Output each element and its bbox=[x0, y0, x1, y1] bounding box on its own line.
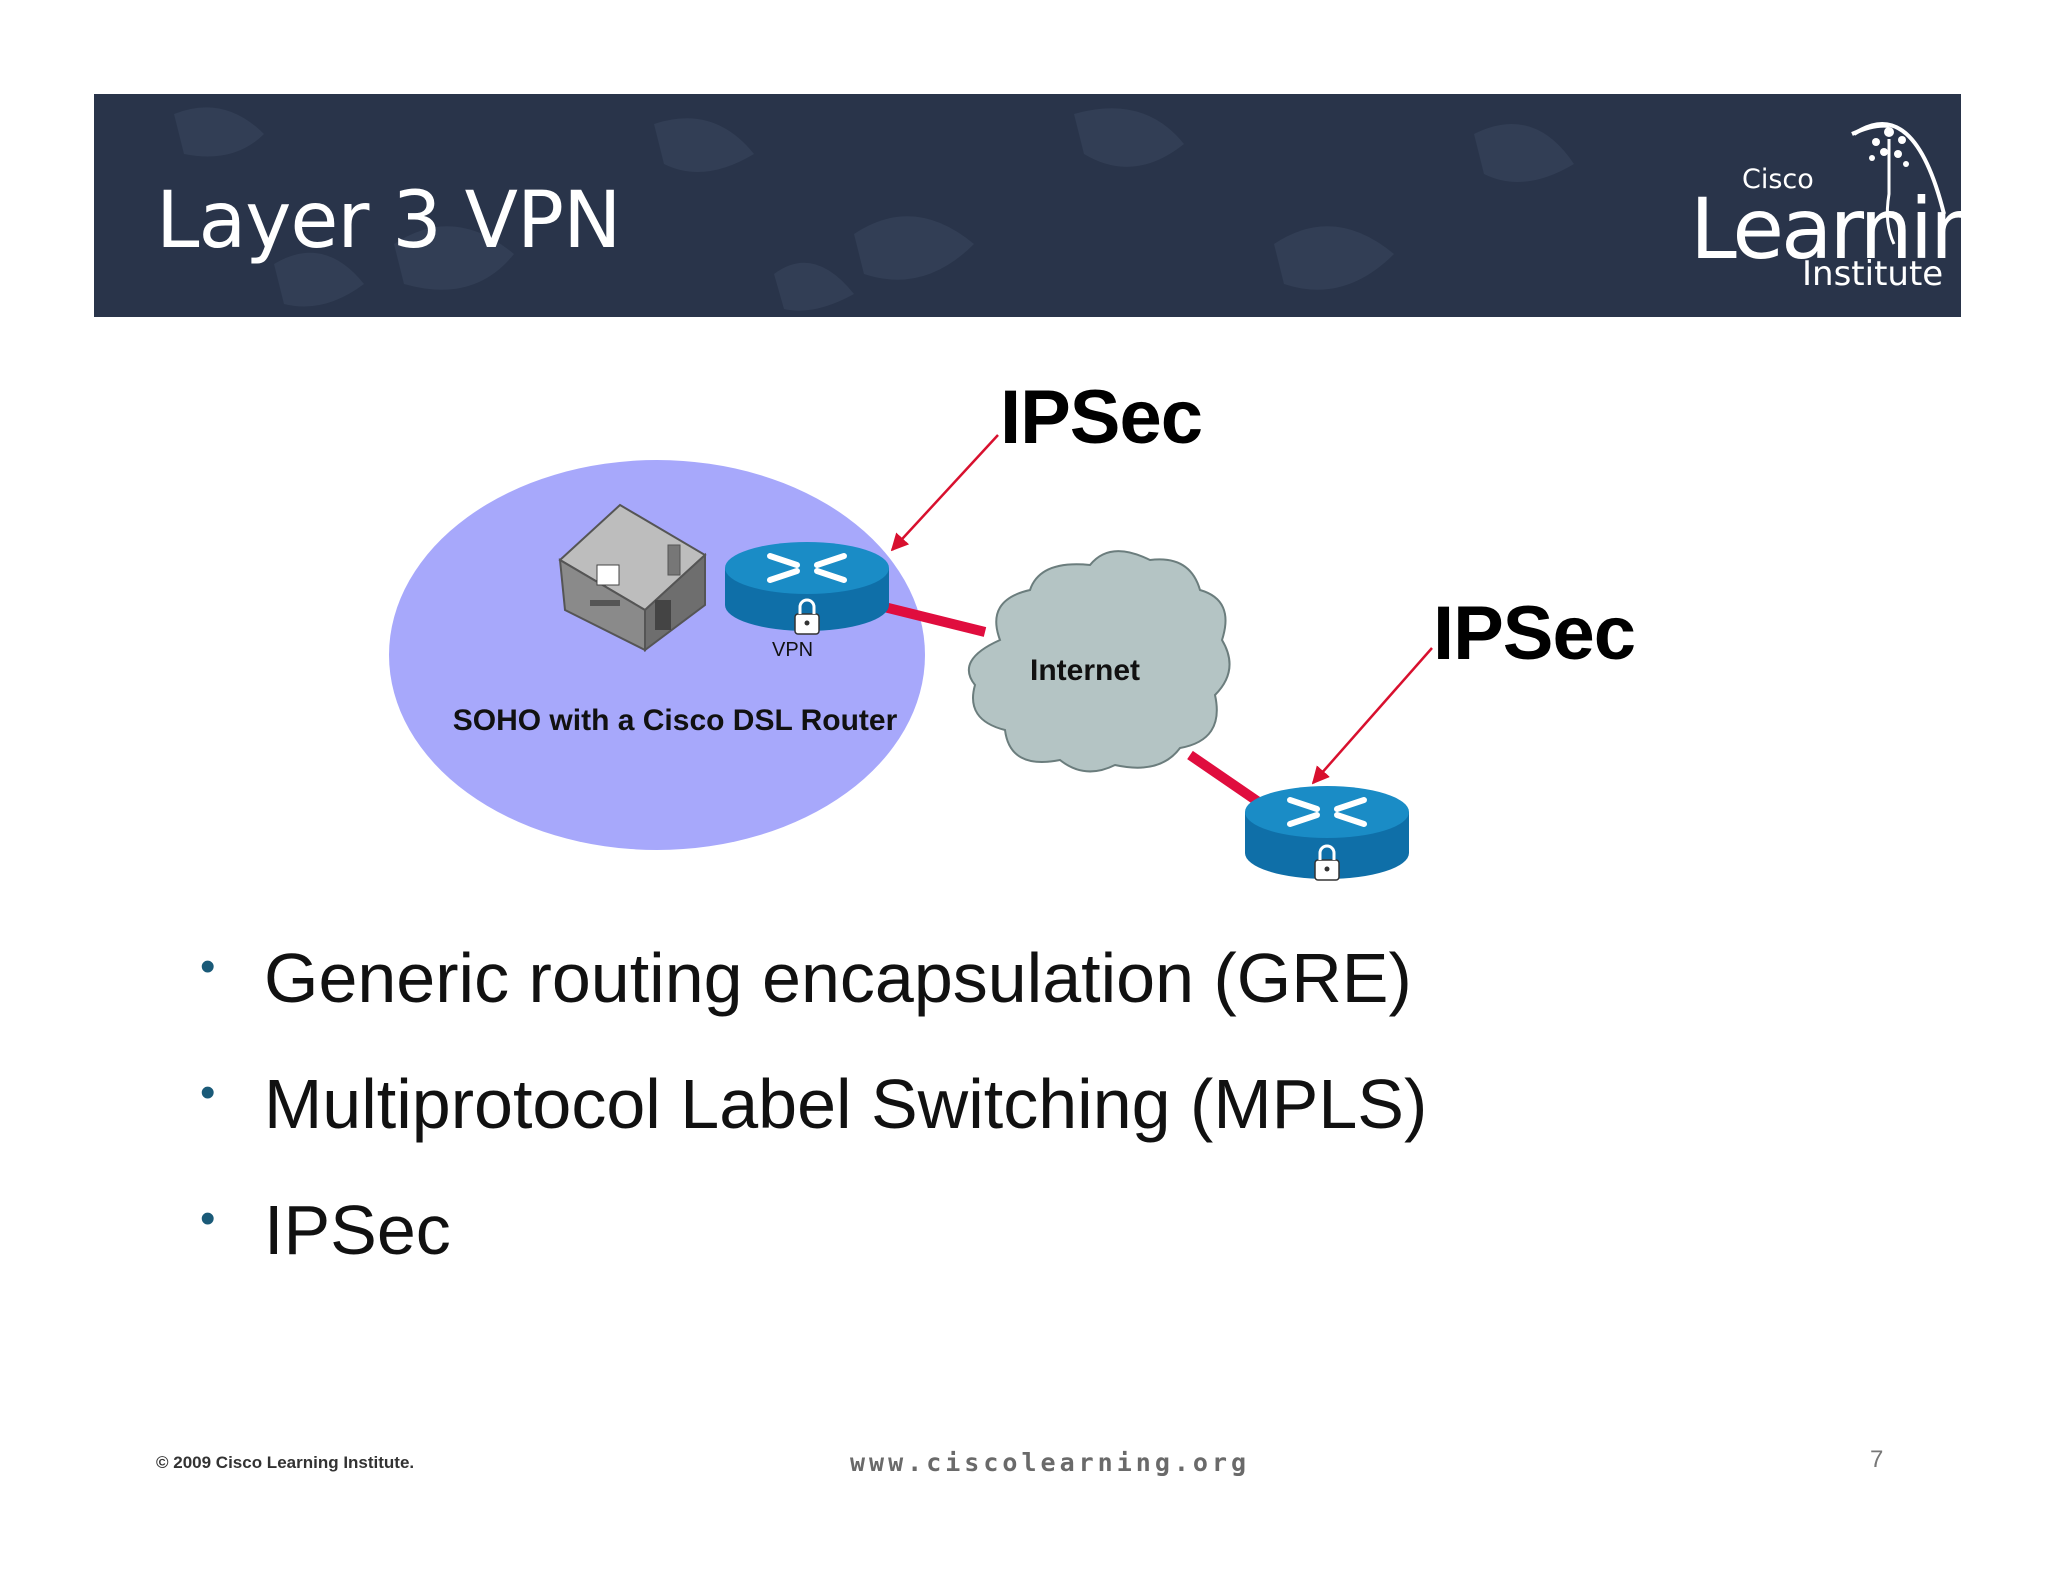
bullet-dot-icon: • bbox=[200, 1068, 216, 1117]
soho-vpn-router-icon bbox=[725, 542, 889, 635]
soho-zone bbox=[389, 460, 925, 850]
footer-copyright: © 2009 Cisco Learning Institute. bbox=[156, 1453, 415, 1472]
bullet-list: • Generic routing encapsulation (GRE) • … bbox=[200, 938, 1427, 1316]
lock-icon bbox=[794, 598, 820, 635]
house-icon bbox=[558, 503, 707, 652]
ipsec-top-pointer-arrow bbox=[890, 434, 999, 552]
cisco-learning-institute-logo: Cisco Learning Institute bbox=[1584, 94, 1961, 317]
ipsec-right-pointer-arrow bbox=[1311, 647, 1433, 785]
page-number: 7 bbox=[1870, 1446, 1884, 1473]
logo-cisco-text: Cisco bbox=[1742, 164, 1814, 195]
bullet-text: Multiprotocol Label Switching (MPLS) bbox=[264, 1065, 1428, 1143]
slide-title: Layer 3 VPN bbox=[156, 176, 621, 266]
link-soho-router-to-internet bbox=[870, 599, 987, 637]
lock-icon bbox=[1314, 844, 1340, 881]
ipsec-top-label: IPSec bbox=[1000, 375, 1203, 460]
bullet-item-ipsec: • IPSec bbox=[200, 1190, 1427, 1316]
internet-cloud-icon bbox=[967, 550, 1231, 773]
footer-url: www.ciscolearning.org bbox=[850, 1448, 1251, 1477]
header-background-texture bbox=[174, 107, 1574, 311]
bullet-dot-icon: • bbox=[200, 942, 216, 991]
slide-header: Layer 3 VPN Cisco Learning Institute bbox=[94, 94, 1961, 317]
remote-vpn-router-icon bbox=[1245, 786, 1409, 881]
logo-arc-graphic bbox=[1851, 122, 1946, 245]
bullet-text: Generic routing encapsulation (GRE) bbox=[264, 939, 1412, 1017]
bullet-item-mpls: • Multiprotocol Label Switching (MPLS) bbox=[200, 1064, 1427, 1190]
link-internet-to-remote-router bbox=[1187, 750, 1263, 808]
logo-learning-text: Learning bbox=[1690, 180, 1961, 278]
bullet-dot-icon: • bbox=[200, 1194, 216, 1243]
ipsec-right-label: IPSec bbox=[1433, 591, 1636, 676]
internet-label: Internet bbox=[1030, 654, 1141, 687]
vpn-label: VPN bbox=[772, 639, 814, 661]
soho-label: SOHO with a Cisco DSL Router bbox=[452, 704, 898, 737]
logo-institute-text: Institute bbox=[1802, 254, 1944, 294]
bullet-text: IPSec bbox=[264, 1191, 451, 1269]
bullet-item-gre: • Generic routing encapsulation (GRE) bbox=[200, 938, 1427, 1064]
